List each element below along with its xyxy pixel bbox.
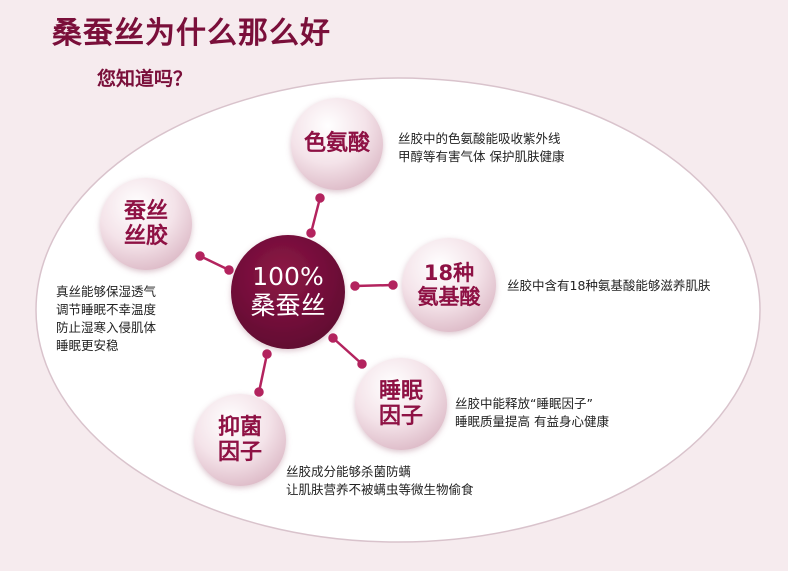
desc-sleep-factor: 丝胶中能释放“睡眠因子” 睡眠质量提高 有益身心健康 (455, 395, 609, 431)
connector-tryptophan (309, 197, 322, 234)
desc-antibacterial: 丝胶成分能够杀菌防螨 让肌肤营养不被螨虫等微生物偷食 (286, 463, 474, 499)
desc-tryptophan: 丝胶中的色氨酸能吸收紫外线 甲醇等有害气体 保护肌肤健康 (398, 130, 564, 166)
node-tryptophan-line1: 色氨酸 (303, 131, 370, 157)
connector-sleep-factor (332, 337, 363, 365)
node-silk-sericin-line2: 丝胶 (123, 224, 168, 249)
desc-tryptophan-line2: 甲醇等有害气体 保护肌肤健康 (398, 149, 565, 164)
node-antibacterial: 抑菌 因子 (194, 411, 286, 469)
desc-silk-sericin-line4: 睡眠更安稳 (56, 338, 119, 353)
connector-antibacterial (257, 353, 269, 393)
node-sleep-factor-line1: 睡眠 (378, 378, 423, 404)
node-sleep-factor-line2: 因子 (378, 404, 423, 429)
desc-silk-sericin-line3: 防止湿寒入侵肌体 (56, 320, 157, 335)
desc-tryptophan-line1: 丝胶中的色氨酸能吸收紫外线 (398, 131, 561, 146)
desc-sleep-factor-line2: 睡眠质量提高 有益身心健康 (455, 414, 609, 429)
desc-sleep-factor-line1: 丝胶中能释放“睡眠因子” (455, 396, 593, 411)
page-subtitle: 您知道吗？ (97, 68, 193, 90)
bubble-sleep-factor (355, 358, 447, 450)
connector-lines (195, 193, 398, 397)
bubble-amino-acids (402, 238, 496, 332)
desc-silk-sericin: 真丝能够保湿透气 调节睡眠不幸温度 防止湿寒入侵肌体 睡眠更安稳 (56, 283, 156, 355)
desc-antibacterial-line2: 让肌肤营养不被螨虫等微生物偷食 (286, 482, 474, 497)
connector-amino-acids (354, 283, 394, 288)
node-amino-acids-line2: 氨基酸 (417, 285, 481, 309)
desc-silk-sericin-line1: 真丝能够保湿透气 (56, 284, 157, 299)
node-amino-acids: 18种 氨基酸 (402, 256, 496, 314)
desc-antibacterial-line1: 丝胶成分能够杀菌防螨 (286, 464, 412, 479)
node-silk-sericin-line1: 蚕丝 (123, 198, 168, 224)
center-label: 100% 桑蚕丝 (228, 252, 348, 332)
node-tryptophan: 色氨酸 (291, 118, 383, 170)
center-silk: 桑蚕丝 (250, 291, 326, 320)
bubble-tryptophan (291, 98, 383, 190)
page-title: 桑蚕丝为什么那么好 (52, 16, 331, 51)
bubble-antibacterial (194, 394, 286, 486)
desc-amino-acids: 丝胶中含有18种氨基酸能够滋养肌肤 (507, 277, 710, 295)
node-antibacterial-line2: 因子 (217, 440, 262, 465)
center-circle (231, 235, 345, 349)
node-sleep-factor: 睡眠 因子 (355, 375, 447, 433)
node-amino-acids-line1: 18种 (423, 260, 475, 285)
connector-silk-sericin (199, 254, 230, 272)
node-silk-sericin: 蚕丝 丝胶 (100, 195, 192, 253)
bubble-silk-sericin (100, 178, 192, 270)
node-antibacterial-line1: 抑菌 (217, 414, 262, 440)
center-percent: 100% (252, 262, 324, 292)
desc-amino-acids-line1: 丝胶中含有18种氨基酸能够滋养肌肤 (507, 278, 711, 293)
desc-silk-sericin-line2: 调节睡眠不幸温度 (56, 302, 157, 317)
